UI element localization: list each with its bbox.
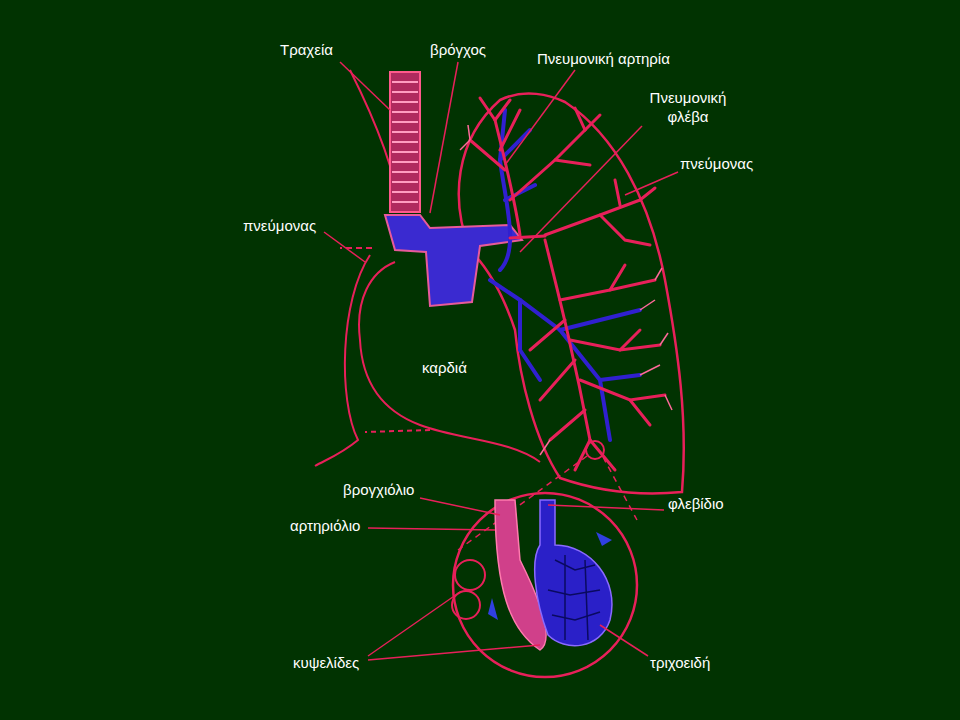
part-label: καρδιά (422, 358, 467, 377)
part-label: κυψελίδες (293, 653, 359, 672)
part-label: Τραχεία (280, 40, 333, 59)
part-label: βρογχιόλιο (343, 480, 414, 499)
part-label: βρόγχος (430, 40, 486, 59)
part-label: φλεβίδιο (668, 494, 724, 513)
part-label: Πνευμονική φλέβα (638, 88, 738, 126)
part-label: τριχοειδή (650, 653, 710, 672)
part-label: πνεύμονας (243, 216, 316, 235)
part-label: Πνευμονική αρτηρία (537, 49, 670, 68)
part-label: πνεύμονας (680, 154, 753, 173)
part-label: αρτηριόλιο (290, 516, 360, 535)
